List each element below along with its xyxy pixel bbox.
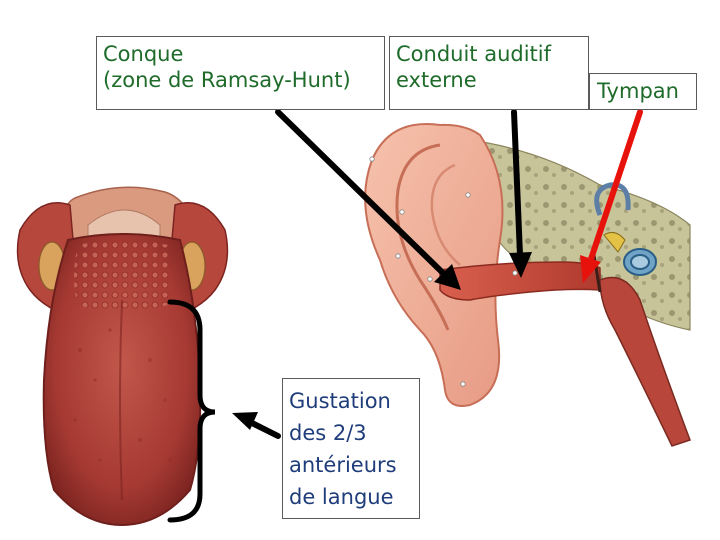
tongue-illustration: [16, 186, 229, 527]
concha-label-line-2: (zone de Ramsay-Hunt): [103, 68, 351, 92]
anterior-brace: [167, 299, 216, 523]
taste-label: Gustation des 2/3 antérieurs de langue: [282, 378, 420, 519]
concha-arrow: [275, 109, 461, 290]
ear-canal-label: Conduit auditif externe: [389, 36, 589, 110]
eardrum-label: Tympan: [589, 73, 697, 110]
canal-arrow: [509, 109, 532, 278]
eardrum-label-text: Tympan: [597, 79, 679, 103]
taste-label-line-4: de langue: [289, 485, 394, 509]
taste-label-line-3: antérieurs: [289, 453, 397, 477]
concha-label-line-1: Conque: [103, 42, 184, 66]
eardrum-arrow: [580, 109, 643, 283]
taste-label-line-2: des 2/3: [289, 421, 367, 445]
ear-canal-label-line-2: externe: [396, 68, 477, 92]
taste-arrow: [232, 412, 281, 439]
taste-label-line-1: Gustation: [289, 389, 391, 413]
ear-canal-label-line-1: Conduit auditif: [396, 42, 552, 66]
concha-label: Conque (zone de Ramsay-Hunt): [96, 36, 385, 110]
